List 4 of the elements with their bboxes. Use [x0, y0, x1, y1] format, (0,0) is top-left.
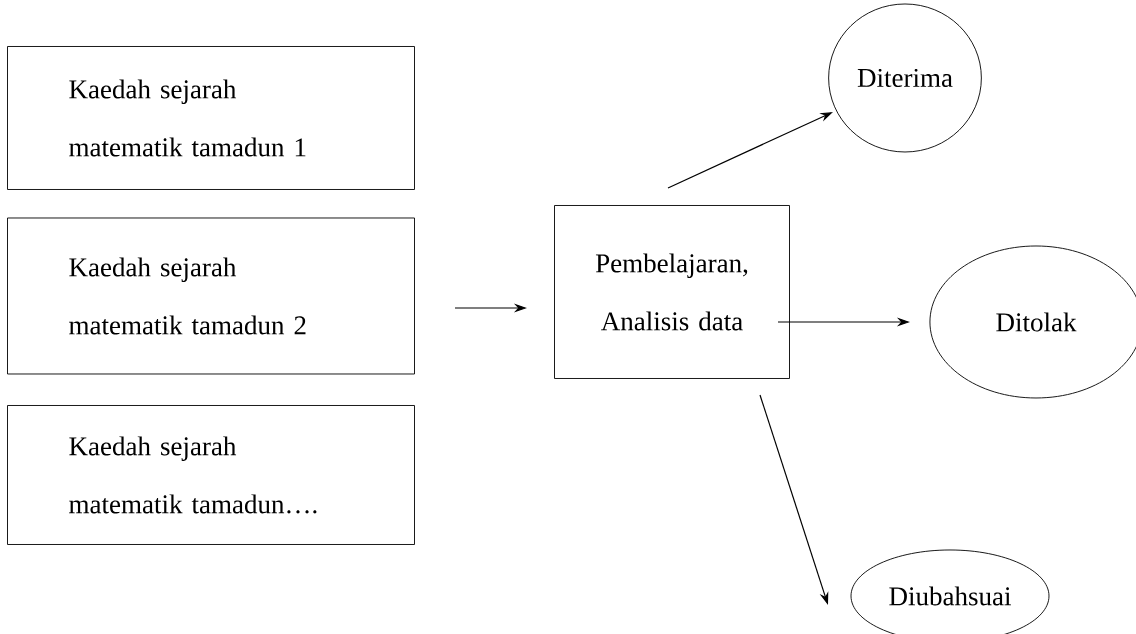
process-box: Pembelajaran, Analisis data — [554, 205, 790, 379]
process-box: Kaedah sejarah matematik tamadun 1 — [7, 46, 415, 190]
process-box: Kaedah sejarah matematik tamadun 2 — [7, 217, 415, 375]
process-box: Kaedah sejarah matematik tamadun…. — [7, 405, 415, 545]
